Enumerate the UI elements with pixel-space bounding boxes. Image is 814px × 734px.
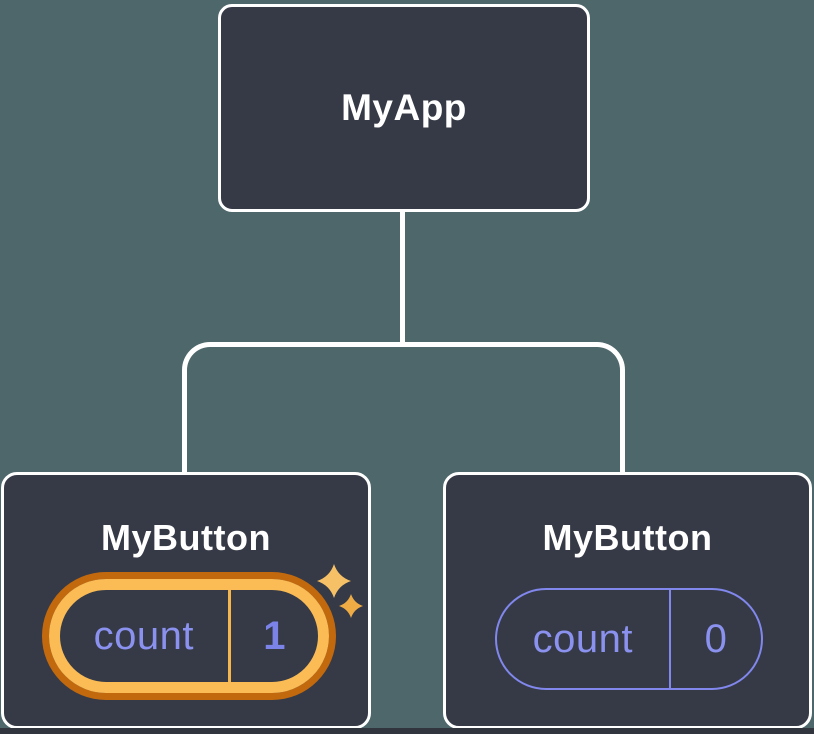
connector-root-stem xyxy=(400,205,405,347)
tree-node-root: MyApp xyxy=(218,4,590,212)
connector-branch xyxy=(182,342,625,472)
child-left-label: MyButton xyxy=(101,517,271,558)
sparkles-icon xyxy=(317,564,363,618)
child-right-label: MyButton xyxy=(542,517,713,558)
root-node-label: MyApp xyxy=(341,87,467,128)
state-key-label: count xyxy=(93,613,195,658)
state-value: 1 xyxy=(263,613,286,658)
state-value: 0 xyxy=(704,616,727,661)
state-pill-left: count 1 xyxy=(49,579,329,693)
state-key-label: count xyxy=(532,616,633,661)
pill-divider xyxy=(227,590,231,682)
bottom-edge-strip xyxy=(0,728,814,734)
state-pill-right: count 0 xyxy=(495,588,763,690)
pill-divider xyxy=(668,590,671,688)
